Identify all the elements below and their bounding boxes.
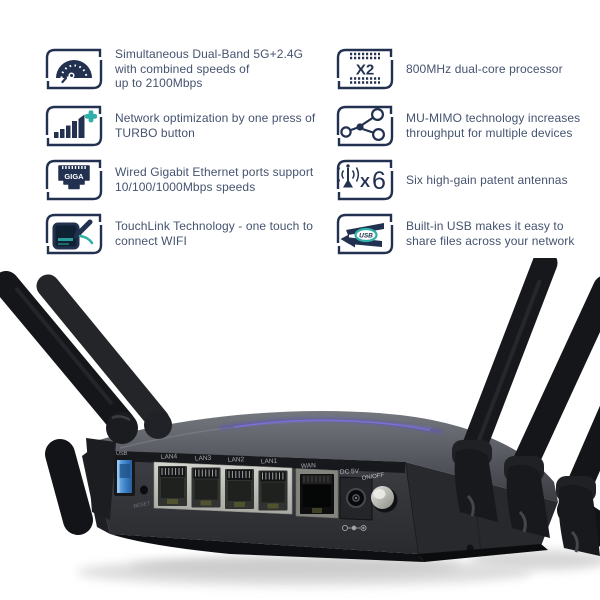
- lan-port-3: [191, 467, 221, 508]
- feature-antennas: X 6 Six high-gain patent antennas: [333, 156, 597, 204]
- feature-touchlink: TouchLink Technology - one touch to conn…: [42, 210, 334, 258]
- lan-port-4: [158, 466, 187, 506]
- lan-block: [153, 461, 293, 515]
- power-button: [371, 486, 398, 513]
- lan3-label: LAN3: [195, 455, 212, 463]
- feature-text: Simultaneous Dual-Band 5G+2.4G with comb…: [115, 46, 304, 91]
- dc-jack: [339, 476, 373, 521]
- lan1-label: LAN1: [261, 458, 278, 466]
- lan2-label: LAN2: [228, 456, 245, 464]
- antenna-x6-icon: X 6: [333, 156, 397, 204]
- dual-core-chip-icon: X2: [333, 45, 397, 93]
- feature-text: Six high-gain patent antennas: [406, 172, 568, 187]
- feature-turbo: Network optimization by one press of TUR…: [42, 102, 334, 150]
- lan-port-2: [225, 469, 254, 509]
- right-antennas: [452, 250, 600, 556]
- usb-port-label: USB: [116, 451, 128, 457]
- speedometer-icon: [42, 45, 106, 93]
- signal-bars-plus-icon: [42, 102, 106, 150]
- wan-port: [300, 474, 334, 514]
- polarity-symbol: [341, 524, 367, 532]
- reset-hole: [140, 485, 148, 495]
- usb-port: [114, 457, 135, 496]
- dc-label: DC 5V: [340, 468, 360, 476]
- feature-mu-mimo: MU-MIMO technology increases throughput …: [333, 102, 597, 150]
- feature-text: Network optimization by one press of TUR…: [115, 111, 316, 140]
- router-shadow: [77, 550, 600, 586]
- x6-count-label: 6: [372, 167, 386, 195]
- power-switch-label: ON/OFF: [361, 472, 385, 482]
- feature-dual-band: Simultaneous Dual-Band 5G+2.4G with comb…: [42, 45, 334, 93]
- antenna-hinge: [144, 411, 172, 439]
- feature-text: Built-in USB makes it easy to share file…: [406, 219, 575, 248]
- feature-gigabit: GIGA Wired Gigabit Ethernet ports suppor…: [42, 156, 334, 204]
- x6-times-label: X: [360, 174, 370, 191]
- usb-oval-label: USB: [359, 233, 373, 240]
- touchlink-icon: [42, 210, 106, 258]
- feature-usb-share: USB Built-in USB makes it easy to share …: [333, 210, 597, 258]
- feature-text: Wired Gigabit Ethernet ports support 10/…: [115, 165, 314, 194]
- reset-label: RESET: [133, 501, 151, 510]
- router-photo: USB RESET: [0, 250, 600, 600]
- antenna-hinge: [452, 440, 498, 522]
- lan4-label: LAN4: [161, 453, 178, 461]
- giga-label: GIGA: [64, 172, 84, 181]
- wan-label: WAN: [301, 462, 317, 470]
- x2-label: X2: [356, 62, 374, 79]
- feature-text: 800MHz dual-core processor: [406, 61, 563, 76]
- antenna-hinge: [504, 456, 550, 538]
- feature-text: TouchLink Technology - one touch to conn…: [115, 219, 314, 248]
- feature-text: MU-MIMO technology increases throughput …: [406, 111, 581, 140]
- share-nodes-icon: [333, 102, 397, 150]
- left-antennas: [0, 271, 172, 535]
- ethernet-port-icon: GIGA: [42, 156, 106, 204]
- lan-port-1: [258, 470, 288, 511]
- usb-icon: USB: [333, 210, 397, 258]
- feature-processor: X2 800MHz dual-core processor: [333, 45, 597, 93]
- port-panel: USB RESET: [114, 451, 398, 532]
- antenna-hinge: [556, 476, 600, 556]
